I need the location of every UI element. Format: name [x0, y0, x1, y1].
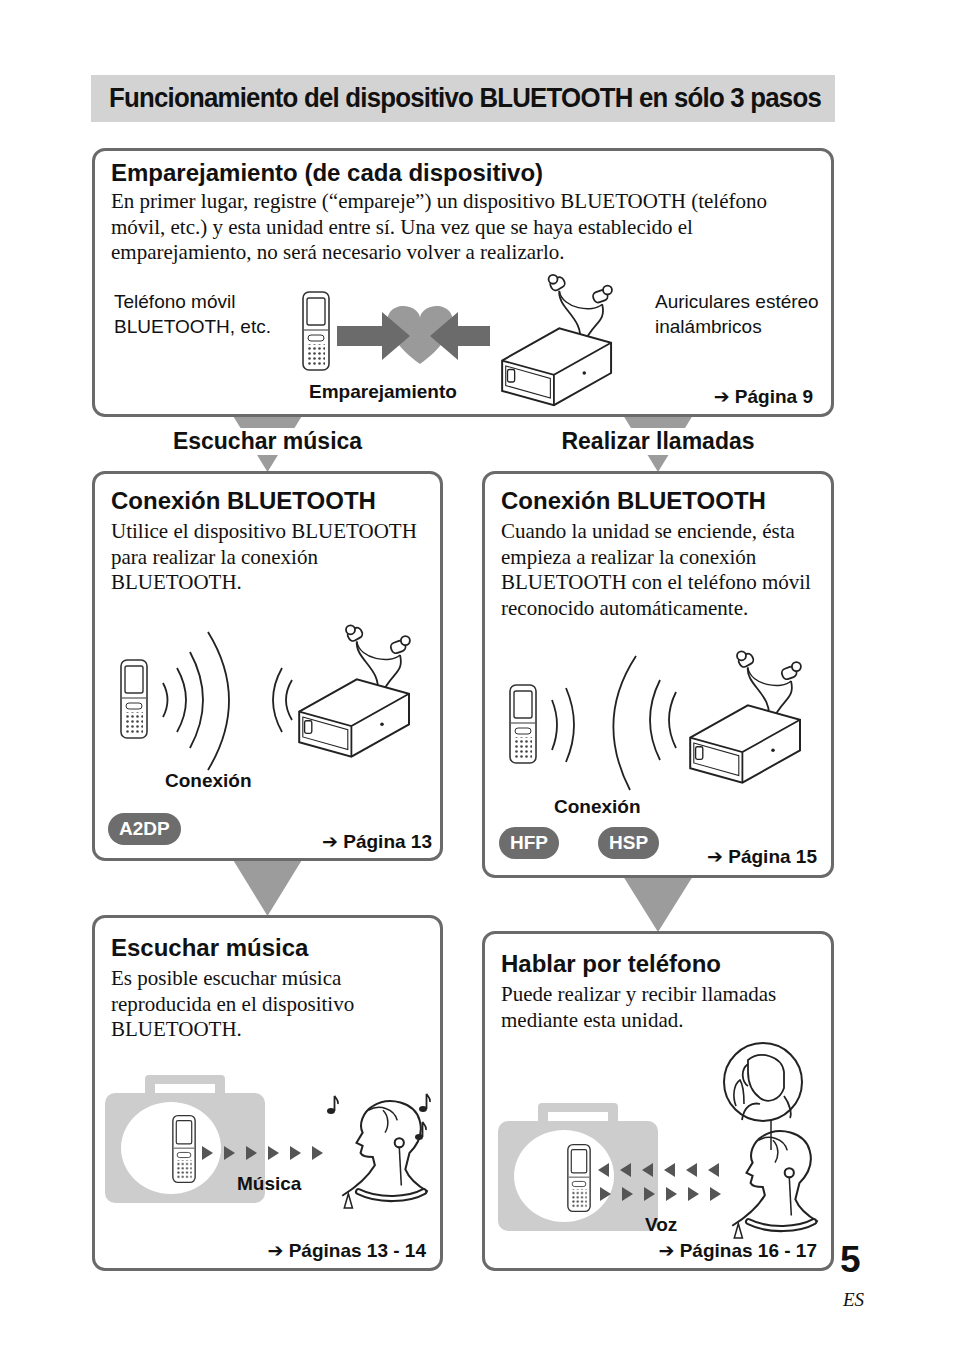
caption: Auriculares estéreo inalámbricos [655, 289, 820, 339]
caption: Teléfono móvil BLUETOOTH, etc. [114, 289, 284, 339]
badge-text: HFP [510, 832, 548, 853]
connection-box: Conexión BLUETOOTH Cuando la unidad se en… [482, 471, 834, 878]
profile-badge: A2DP [108, 813, 181, 845]
connection-box: Conexión BLUETOOTH Utilice el dispositivo… [92, 471, 443, 861]
badge-text: HSP [609, 832, 648, 853]
pairing-box: Emparejamiento (de cada dispositivo)En p… [92, 148, 834, 417]
page-title: Funcionamiento del dispositivo BLUETOOTH… [109, 83, 821, 114]
caption: Música [237, 1172, 301, 1196]
box-description: En primer lugar, registre (“empareje”) u… [111, 189, 817, 266]
box-heading: Conexión BLUETOOTH [501, 487, 766, 515]
box-description: Puede realizar y recibir llamadas median… [501, 982, 821, 1033]
box-description: Utilice el dispositivo BLUETOOTH para re… [111, 519, 431, 596]
caption: Conexión [554, 795, 641, 819]
language-code: ES [843, 1289, 864, 1311]
box-description: Es posible escuchar música reproducida e… [111, 966, 411, 1043]
title-band: Funcionamiento del dispositivo BLUETOOTH… [91, 75, 835, 122]
caption: Conexión [165, 769, 252, 793]
box-heading: Emparejamiento (de cada dispositivo) [111, 159, 543, 187]
box-description: Cuando la unidad se enciende, ésta empie… [501, 519, 821, 621]
call-box: Hablar por teléfonoPuede realizar y reci… [482, 931, 834, 1271]
box-heading: Escuchar música [111, 934, 308, 962]
flow-arrow [623, 876, 693, 932]
box-heading: Hablar por teléfono [501, 950, 721, 978]
caption: Voz [645, 1213, 677, 1237]
flow-arrow [233, 859, 303, 916]
caption: ➔ Páginas 16 - 17 [659, 1239, 818, 1263]
page-reference: ➔ Página 9 [714, 385, 813, 409]
page-number: 5 [840, 1240, 861, 1280]
caption: Emparejamiento [309, 380, 457, 404]
caption: ➔ Página 15 [707, 845, 817, 869]
profile-badge: HSP [598, 827, 659, 859]
branch-label: Realizar llamadas [558, 428, 757, 455]
branch-label: Escuchar música [170, 428, 365, 455]
profile-badge: HFP [499, 827, 559, 859]
box-heading: Conexión BLUETOOTH [111, 487, 376, 515]
music-box: Escuchar música Es posible escuchar músic… [92, 915, 443, 1271]
badge-text: A2DP [119, 818, 170, 839]
caption: ➔ Páginas 13 - 14 [268, 1239, 427, 1263]
caption: ➔ Página 13 [322, 830, 432, 854]
